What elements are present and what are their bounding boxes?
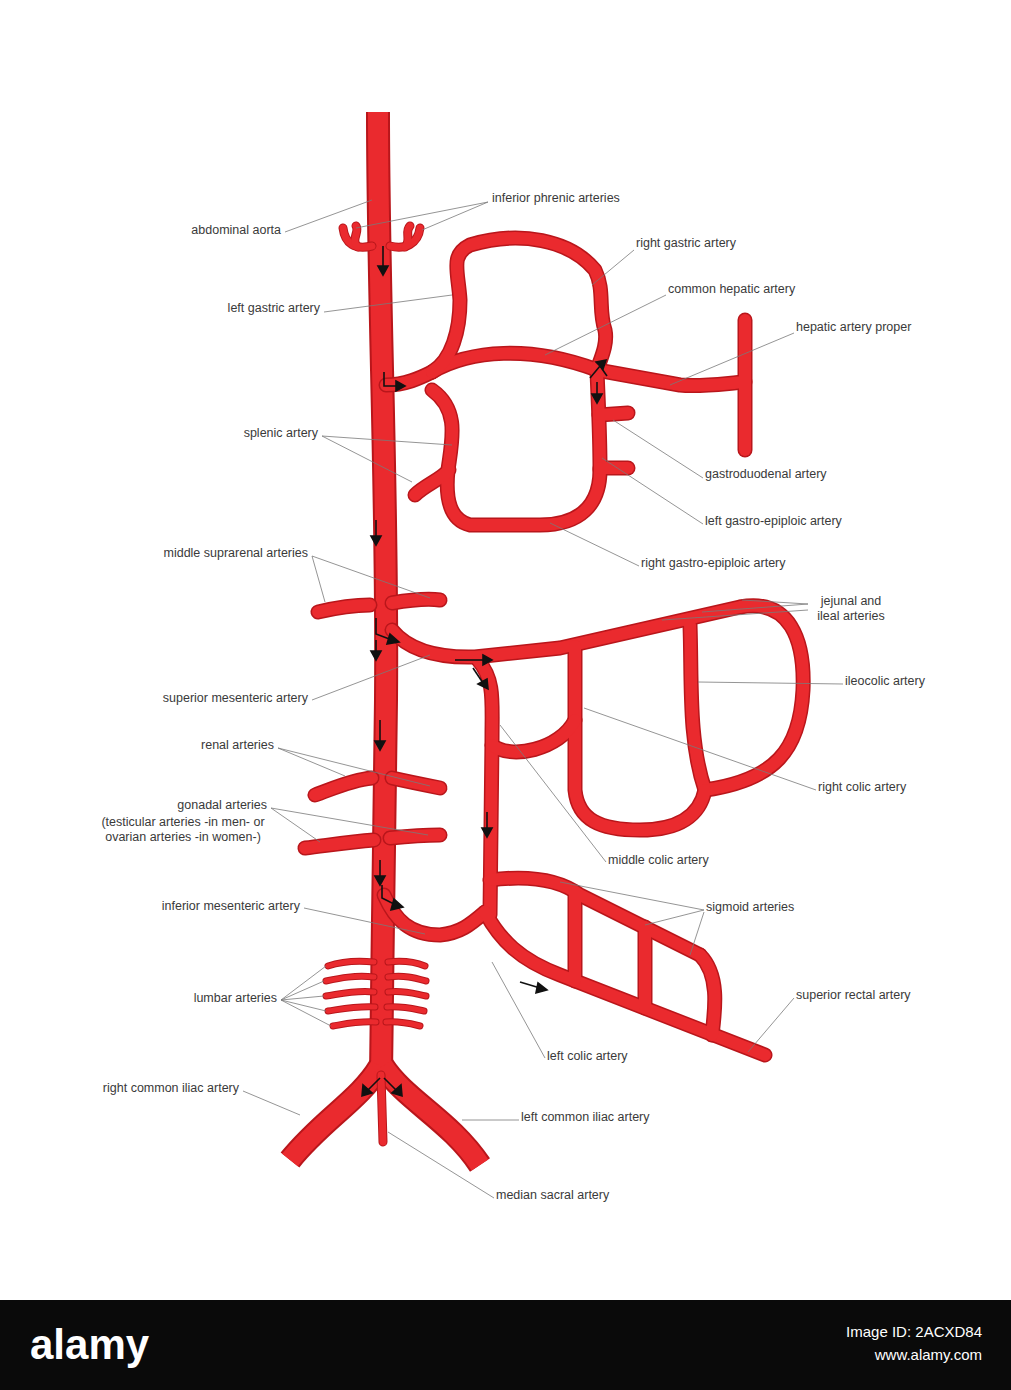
artery-label: inferior mesenteric artery	[162, 899, 300, 914]
artery-label: ileocolic artery	[845, 674, 925, 689]
artery-label: right common iliac artery	[103, 1081, 239, 1096]
artery-label: gastroduodenal artery	[705, 467, 827, 482]
artery-label: splenic artery	[244, 426, 318, 441]
artery-label: superior rectal artery	[796, 988, 911, 1003]
artery-label: lumbar arteries	[194, 991, 277, 1006]
artery-label: renal arteries	[201, 738, 274, 753]
artery-label: left gastro-epiploic artery	[705, 514, 842, 529]
artery-label: median sacral artery	[496, 1188, 609, 1203]
watermark: alamy	[30, 1321, 149, 1369]
watermark: www.alamy.com	[875, 1346, 982, 1363]
artery-label: right colic artery	[818, 780, 906, 795]
artery-label: (testicular arteries -in men- or ovarian…	[96, 815, 270, 845]
artery-label: superior mesenteric artery	[163, 691, 308, 706]
artery-label: middle suprarenal arteries	[163, 546, 308, 561]
artery-label: right gastric artery	[636, 236, 736, 251]
watermark: Image ID: 2ACXD84	[846, 1323, 982, 1340]
artery-label: left gastric artery	[228, 301, 320, 316]
artery-label: sigmoid arteries	[706, 900, 794, 915]
artery-label: common hepatic artery	[668, 282, 795, 297]
artery-label: gonadal arteries	[177, 798, 267, 813]
artery-label: abdominal aorta	[191, 223, 281, 238]
artery-label: right gastro-epiploic artery	[641, 556, 786, 571]
artery-label: left colic artery	[547, 1049, 628, 1064]
artery-label: inferior phrenic arteries	[492, 191, 620, 206]
artery-label: hepatic artery proper	[796, 320, 911, 335]
artery-label: left common iliac artery	[521, 1110, 650, 1125]
artery-label: jejunal and ileal arteries	[810, 594, 892, 624]
artery-label: middle colic artery	[608, 853, 709, 868]
